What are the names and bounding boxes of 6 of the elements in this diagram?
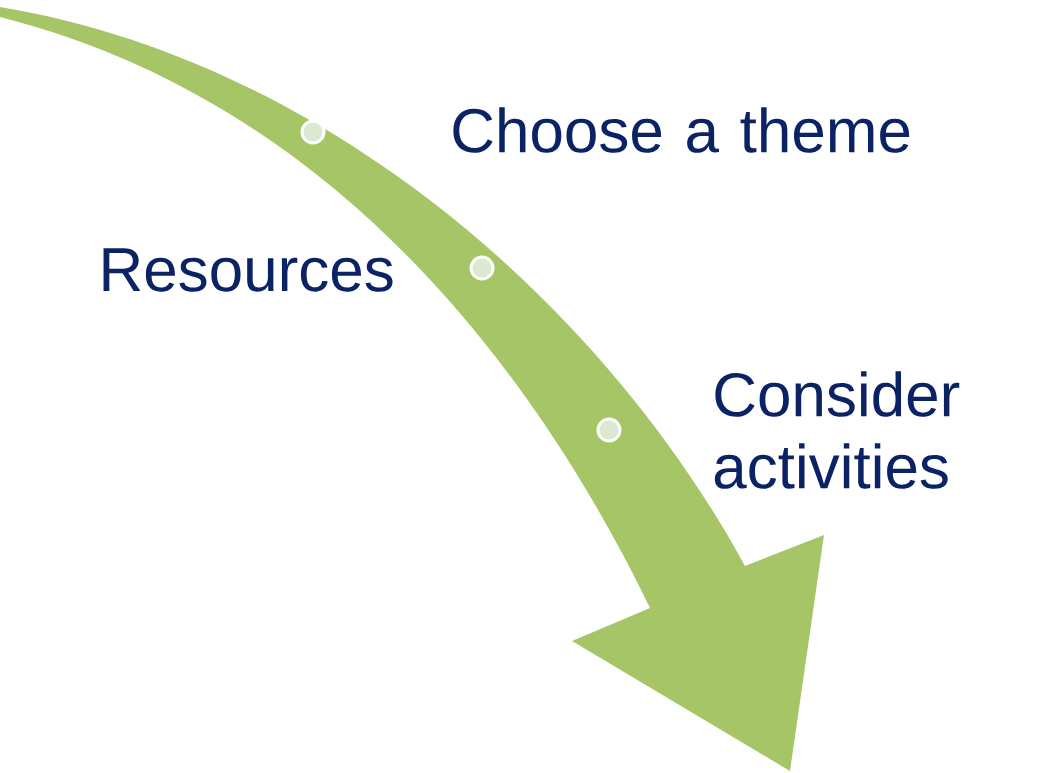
- step-dot: [469, 255, 495, 281]
- step-label: Choose a theme: [453, 107, 910, 153]
- step-dot: [596, 417, 622, 443]
- step-dot: [300, 119, 326, 145]
- step-label: Resources: [103, 248, 393, 292]
- step-label: Consider activities: [714, 371, 960, 489]
